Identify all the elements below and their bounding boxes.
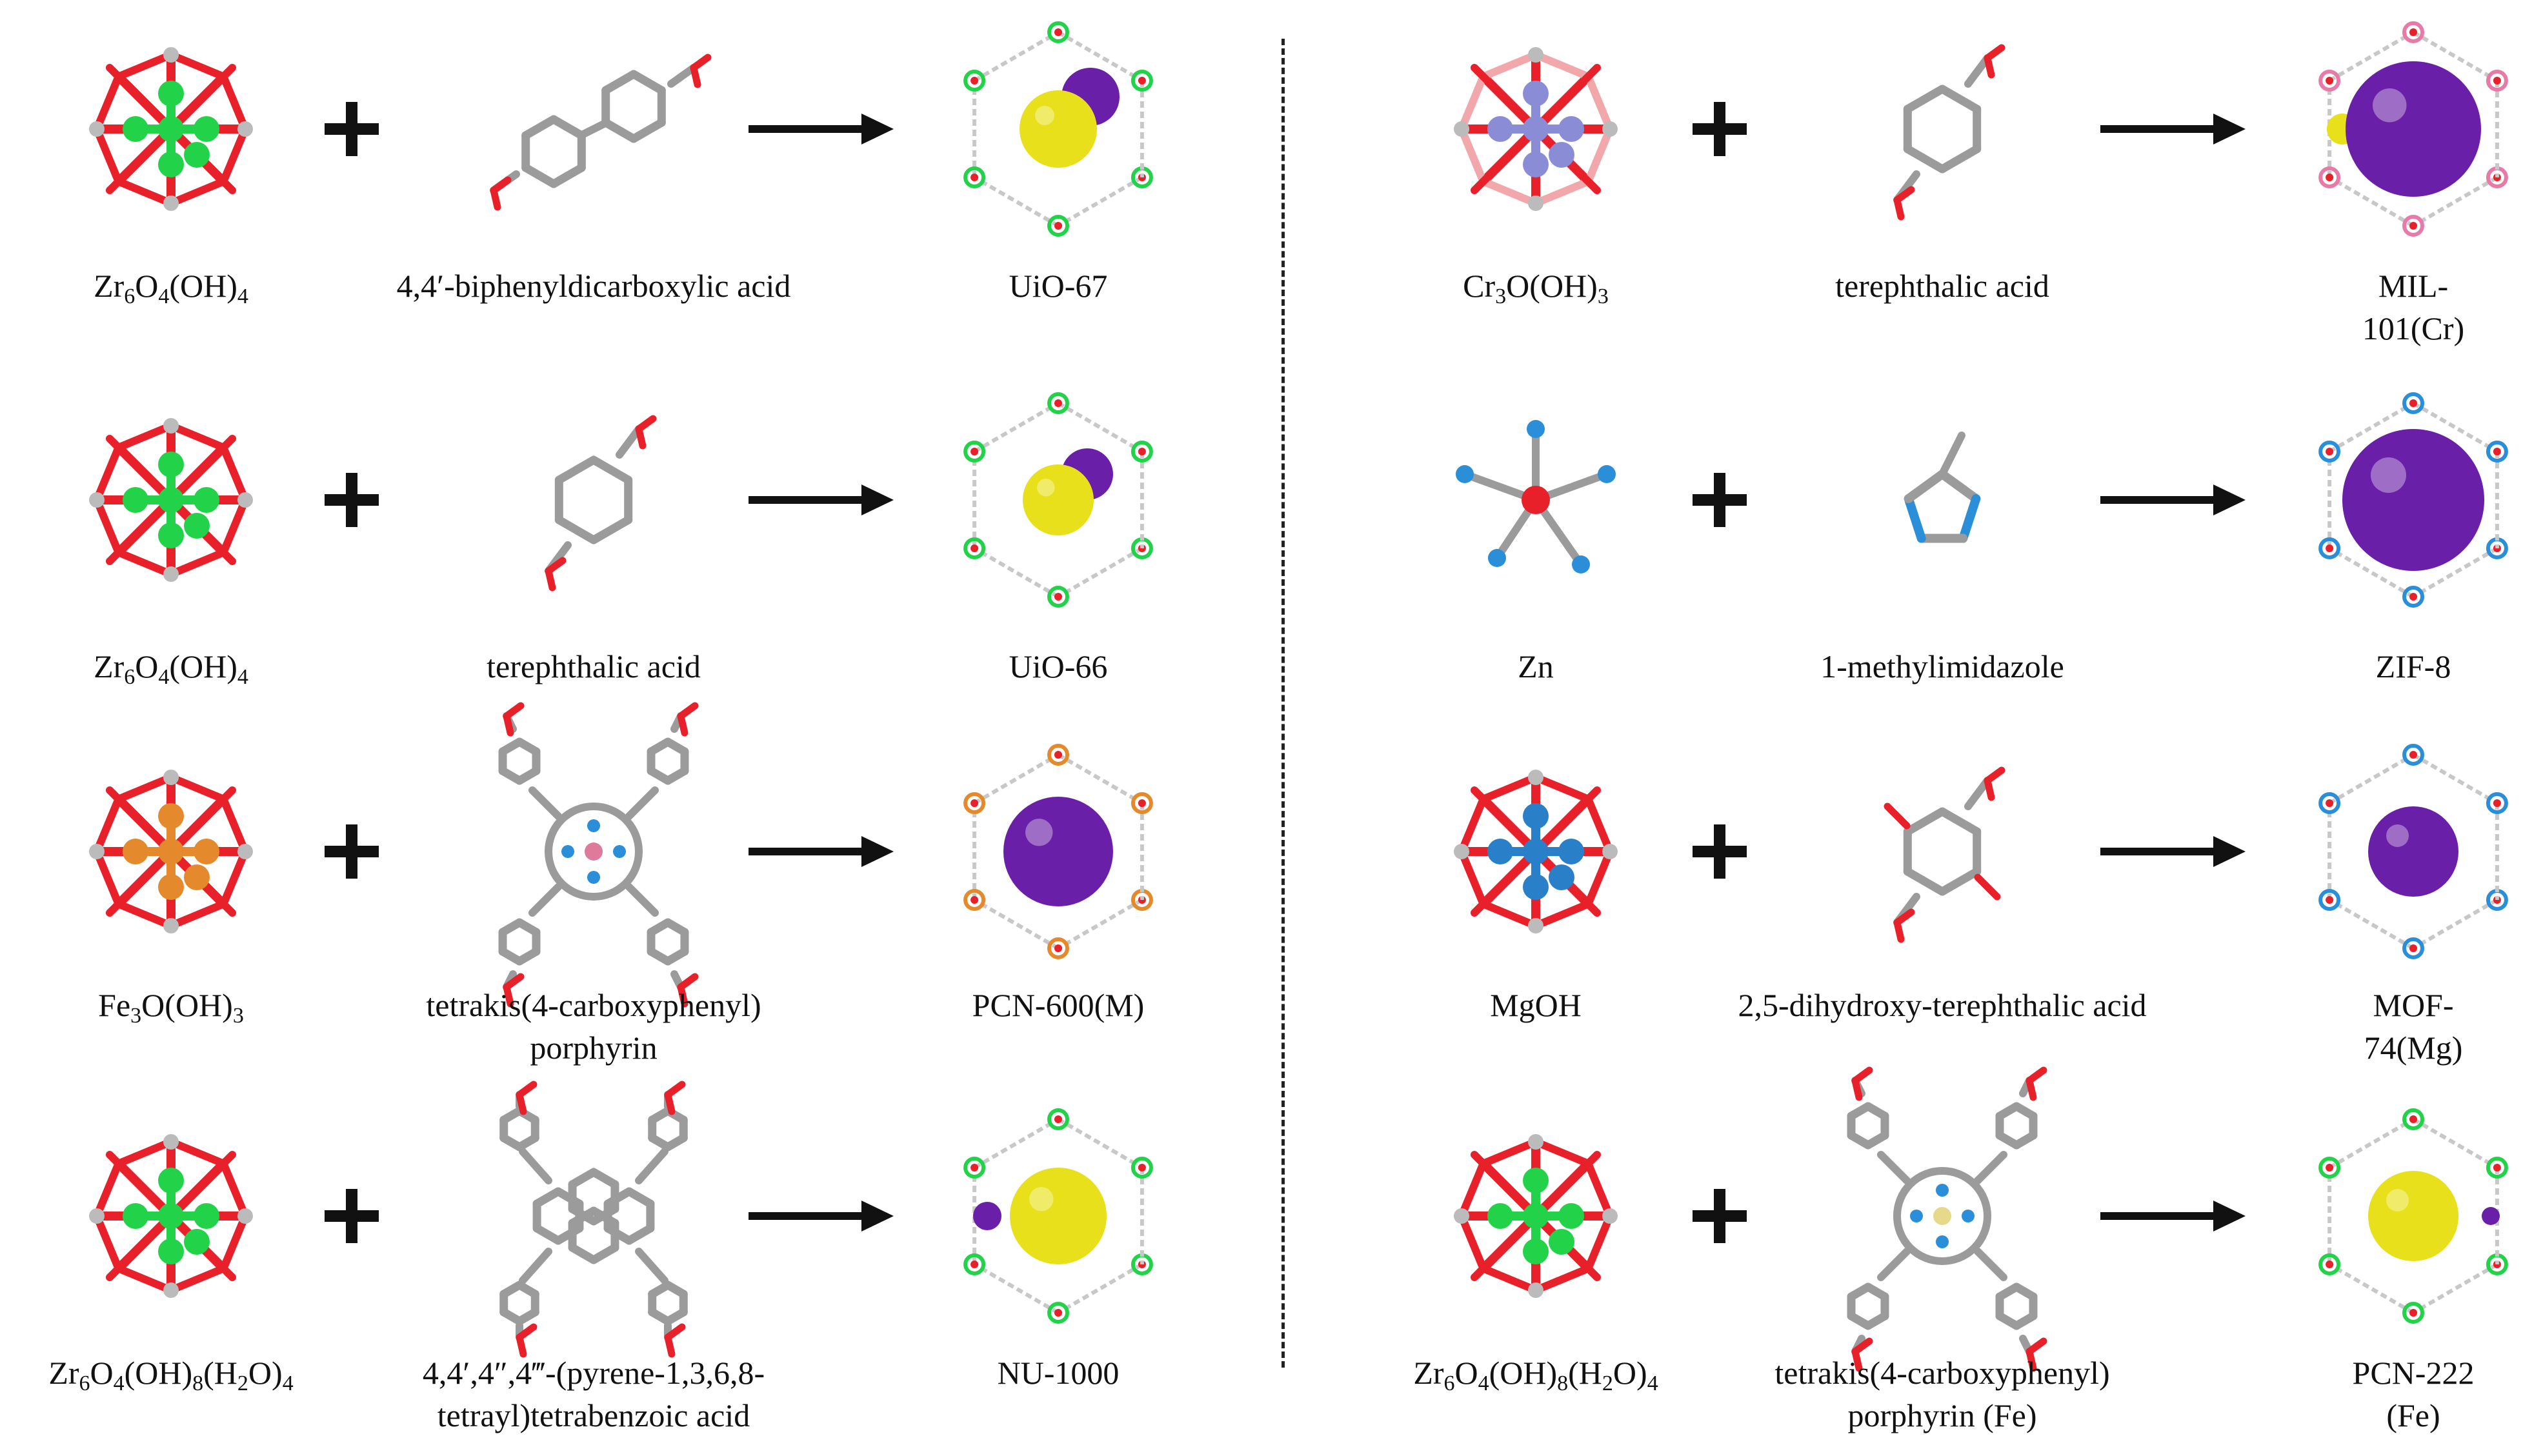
methylimidazole-icon [1904,432,1981,543]
dihydroxy-terephthalic-acid-icon [1884,766,2005,943]
cr-cluster-icon [1454,47,1618,211]
mil-101-framework-icon [2318,21,2508,237]
zif-8-framework-icon [2318,392,2508,608]
pyrene-tetrabenzoic-acid-icon [499,1081,688,1358]
right-row-1 [1454,21,2508,237]
right-row-4 [1454,1066,2508,1372]
reaction-arrow-icon [749,114,894,145]
linker-label: tetrakis(4-carboxyphenyl) porphyrin [426,987,761,1066]
pcn-600-framework-icon [963,744,1153,959]
right-row-3 [1454,744,2508,959]
left-row-4 [89,1081,1153,1358]
plus-icon [1693,1189,1747,1243]
uio-67-framework-icon [963,21,1153,237]
reaction-arrow-icon [2100,484,2246,515]
zr-cluster-icon [1454,1134,1618,1298]
uio-66-framework-icon [963,392,1153,608]
linker-label: 4,4′,4″,4‴-(pyrene-1,3,6,8-tetrayl)tetra… [422,1355,765,1433]
fe-porphyrin-linker-icon [1847,1066,2047,1372]
node-label: Zr6O4(OH)8(H2O)4 [48,1355,294,1395]
product-label: PCN-600(M) [972,987,1145,1023]
node-label: Zn [1518,648,1554,684]
fe-cluster-icon [89,770,253,933]
terephthalic-acid-icon [545,415,657,592]
product-label: ZIF-8 [2375,648,2451,684]
plus-icon [1693,102,1747,156]
node-label: Zr6O4(OH)4 [94,648,248,689]
nu-1000-framework-icon [963,1108,1153,1324]
left-row-2 [89,392,1153,608]
reaction-arrow-icon [749,1201,894,1232]
product-label: MOF-74(Mg) [2364,987,2463,1066]
reaction-arrow-icon [749,836,894,867]
left-row-3 [89,702,1153,1008]
node-label: Zr6O4(OH)8(H2O)4 [1413,1355,1658,1395]
right-row-2 [1456,392,2508,608]
plus-icon [325,824,379,879]
linker-label: 1-methylimidazole [1820,648,2064,684]
plus-icon [325,473,379,527]
reaction-arrow-icon [2100,1201,2246,1232]
product-label: UiO-66 [1009,648,1108,684]
plus-icon [1693,824,1747,879]
zn-imidazolate-node-icon [1456,420,1616,573]
reaction-arrow-icon [749,484,894,515]
biphenyl-dicarboxylic-acid-icon [490,54,712,211]
plus-icon [325,1189,379,1243]
plus-icon [1693,473,1747,527]
left-row-1 [89,21,1153,237]
product-label: PCN-222 (Fe) [2352,1355,2475,1433]
node-label: MgOH [1490,987,1582,1023]
linker-label: terephthalic acid [1835,268,2049,304]
linker-label: 2,5-dihydroxy-terephthalic acid [1738,987,2147,1023]
linker-label: tetrakis(4-carboxyphenyl) porphyrin (Fe) [1774,1355,2110,1433]
pcn-222-framework-icon [2318,1108,2508,1324]
linker-label: 4,4′-biphenyldicarboxylic acid [396,268,791,304]
linker-label: terephthalic acid [487,648,701,684]
mg-cluster-icon [1454,770,1618,933]
node-label: Cr3O(OH)3 [1463,268,1609,308]
terephthalic-acid-icon [1893,44,2005,221]
node-label: Fe3O(OH)3 [98,987,244,1028]
reaction-arrow-icon [2100,114,2246,145]
zr-cluster-icon [89,47,253,211]
product-label: UiO-67 [1009,268,1108,304]
zr-cluster-icon [89,418,253,582]
product-label: NU-1000 [997,1355,1120,1391]
product-label: MIL-101(Cr) [2362,268,2465,346]
column-divider [1282,39,1285,1368]
node-label: Zr6O4(OH)4 [94,268,248,308]
plus-icon [325,102,379,156]
reaction-arrow-icon [2100,836,2246,867]
zr-cluster-icon [89,1134,253,1298]
mof-74-framework-icon [2318,744,2508,959]
porphyrin-linker-icon [498,702,699,1008]
